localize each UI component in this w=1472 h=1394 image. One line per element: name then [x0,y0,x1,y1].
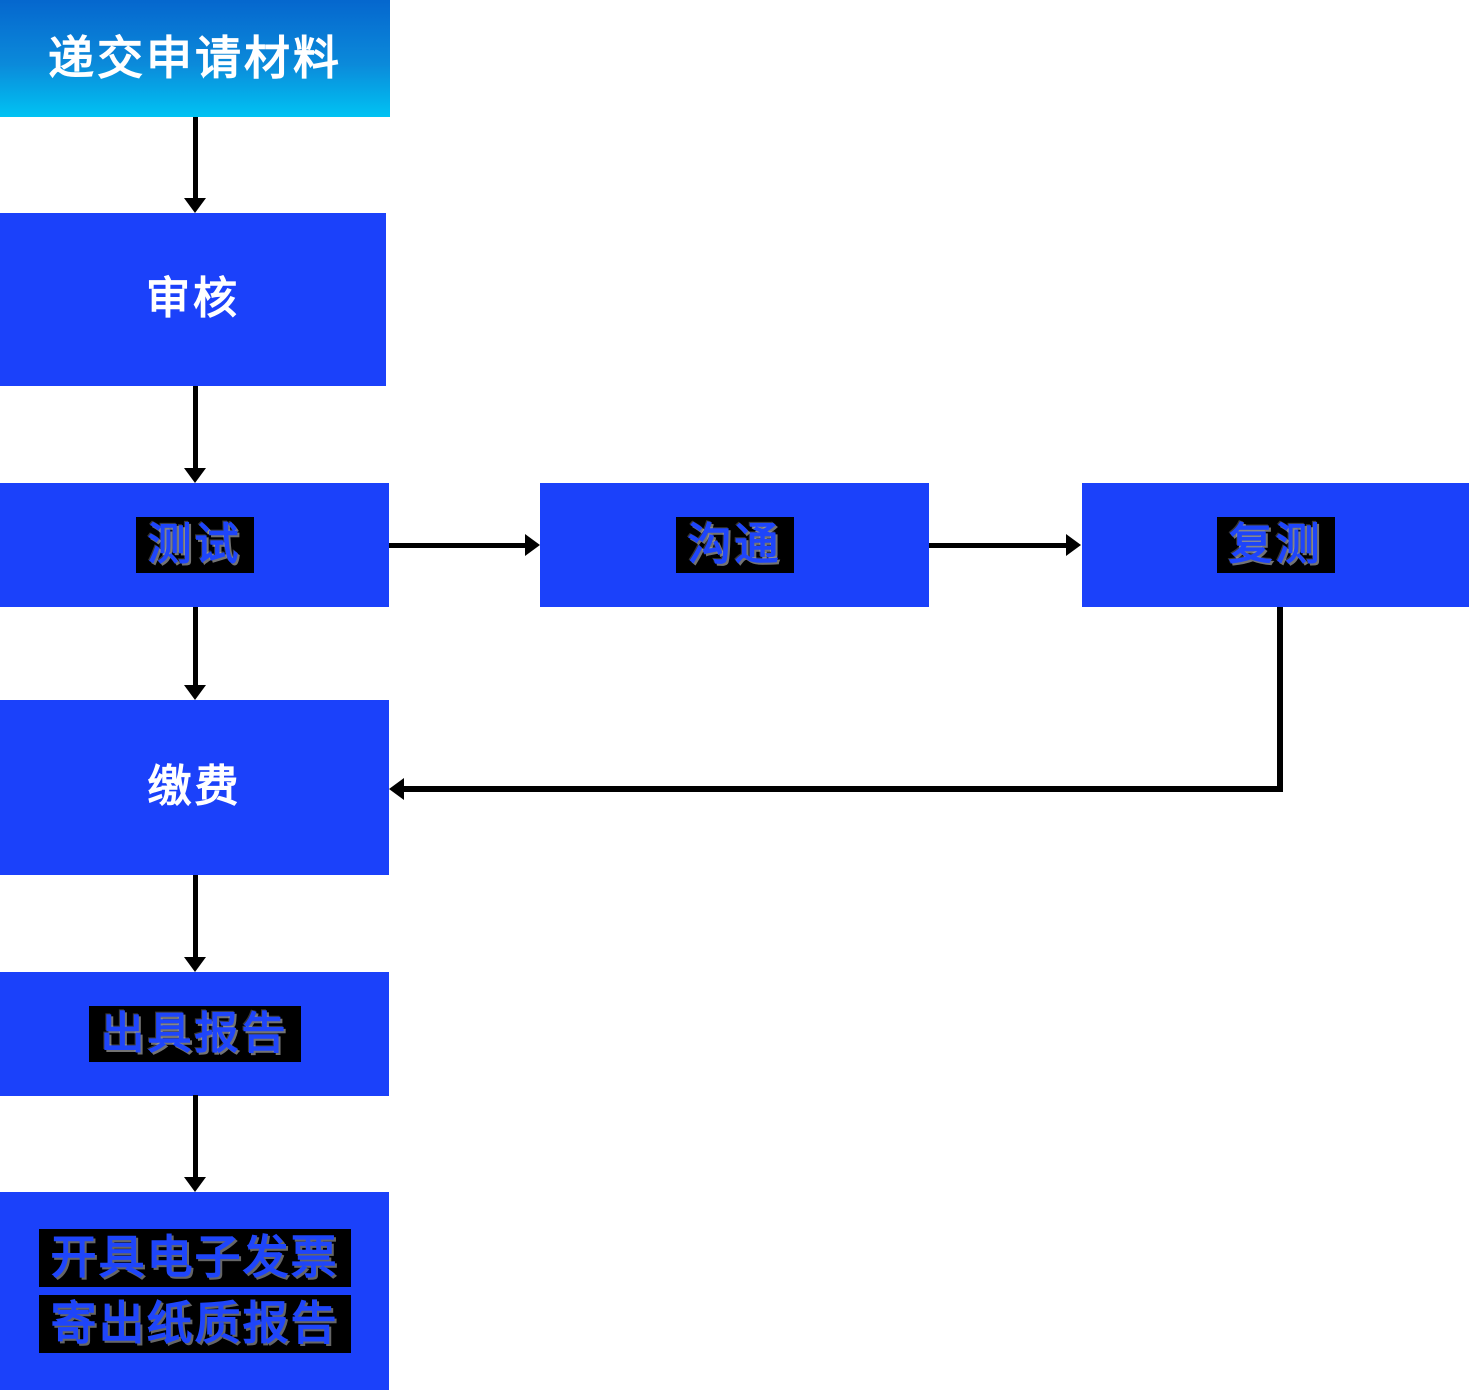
node-submit-application-label: 递交申请材料 [48,32,342,85]
edge-retest-to-pay-arrowhead-icon [389,778,404,800]
edge-communicate-to-retest-arrowhead-icon [1066,534,1081,556]
edge-report-to-invoice-line [193,1095,198,1177]
node-invoice-line2: 寄出纸质报告 [38,1295,351,1353]
edge-review-to-test-line [193,386,198,469]
node-submit-application: 递交申请材料 [0,0,390,117]
node-communicate-label: 沟通 [675,516,794,574]
node-pay-fee: 缴费 [0,700,389,875]
edge-pay-to-report-line [193,875,198,957]
edge-test-to-pay-arrowhead-icon [184,685,206,700]
node-issue-report: 出具报告 [0,972,389,1096]
edge-test-to-communicate-arrowhead-icon [525,534,540,556]
node-retest-label: 复测 [1216,516,1335,574]
edge-report-to-invoice-arrowhead-icon [184,1177,206,1192]
edge-test-to-pay-line [193,607,198,686]
node-review: 审核 [0,213,386,386]
node-invoice-line1: 开具电子发票 [38,1229,351,1287]
edge-review-to-test-arrowhead-icon [184,468,206,483]
node-test: 测试 [0,483,389,607]
node-issue-report-label: 出具报告 [88,1005,301,1063]
edge-test-to-communicate-line [389,543,526,548]
node-review-label: 审核 [146,274,240,324]
edge-retest-to-pay-horizontal-segment [404,786,1283,792]
node-retest: 复测 [1082,483,1469,607]
edge-submit-to-review-line [193,117,198,200]
node-test-label: 测试 [135,516,254,574]
edge-pay-to-report-arrowhead-icon [184,957,206,972]
edge-submit-to-review-arrowhead-icon [184,198,206,213]
edge-communicate-to-retest-line [929,543,1066,548]
edge-retest-to-pay-vertical-segment [1277,607,1283,792]
node-pay-fee-label: 缴费 [147,762,242,812]
node-invoice-and-mail-report: 开具电子发票 寄出纸质报告 [0,1192,389,1390]
node-communicate: 沟通 [540,483,929,607]
